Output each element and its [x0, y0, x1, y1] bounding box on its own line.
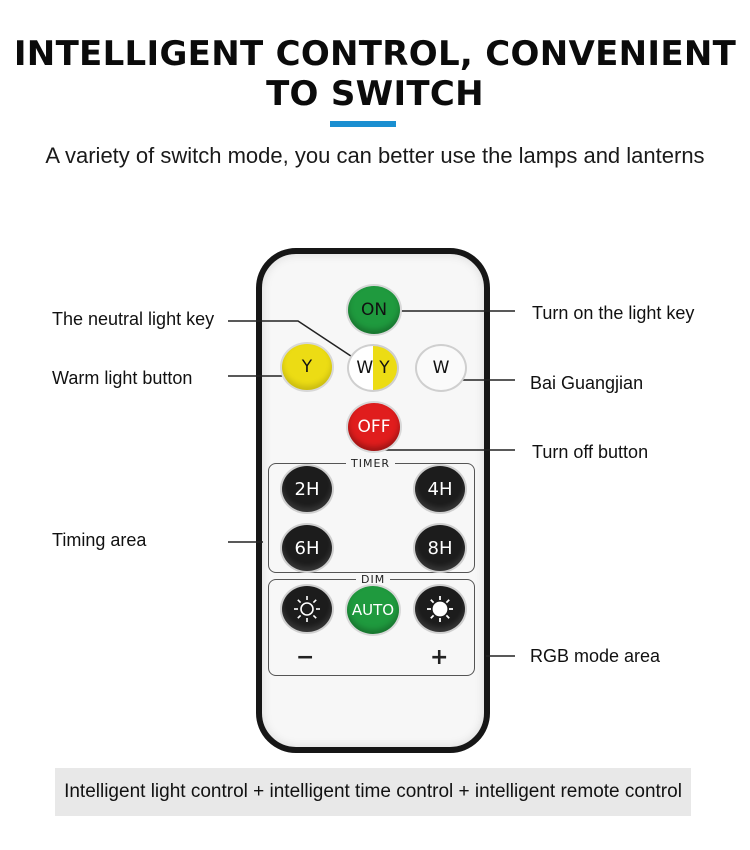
dim-group-label: DIM	[356, 573, 391, 586]
callout-rgb-mode-area: RGB mode area	[530, 646, 661, 666]
white-light-button[interactable]: W	[415, 344, 467, 392]
callout-bai-guangjian: Bai Guangjian	[530, 373, 644, 393]
timer-2h-button[interactable]: 2H	[282, 466, 332, 512]
headline-accent-bar	[330, 121, 396, 127]
on-button[interactable]: ON	[348, 286, 400, 334]
callout-turn-on-light-key: Turn on the light key	[532, 303, 695, 323]
sun-filled-icon	[427, 596, 453, 622]
headline-line-2: TO SWITCH	[266, 74, 484, 114]
neutral-light-button[interactable]: W Y	[347, 344, 399, 392]
warm-light-button[interactable]: Y	[282, 344, 332, 390]
dim-down-button[interactable]	[282, 586, 332, 632]
headline-line-1: INTELLIGENT CONTROL, CONVENIENT	[13, 34, 737, 74]
off-button[interactable]: OFF	[348, 403, 400, 451]
callout-timing-area: Timing area	[52, 530, 147, 550]
footer-text: Intelligent light control + intelligent …	[64, 781, 682, 802]
timer-4h-button[interactable]: 4H	[415, 466, 465, 512]
timer-6h-button[interactable]: 6H	[282, 525, 332, 571]
neutral-y-label: Y	[379, 358, 390, 378]
auto-button[interactable]: AUTO	[347, 586, 399, 634]
timer-group-label: TIMER	[346, 457, 396, 470]
callout-warm-light-button: Warm light button	[52, 368, 193, 388]
timer-8h-button[interactable]: 8H	[415, 525, 465, 571]
minus-sign: −	[296, 645, 315, 670]
callout-turn-off-button: Turn off button	[532, 442, 649, 462]
callout-neutral-light-key: The neutral light key	[52, 309, 215, 329]
sun-outline-icon	[294, 596, 320, 622]
neutral-w-label: W	[356, 358, 374, 378]
footer-banner: Intelligent light control + intelligent …	[55, 768, 691, 816]
dim-up-button[interactable]	[415, 586, 465, 632]
page-headline: INTELLIGENT CONTROL, CONVENIENT TO SWITC…	[0, 34, 750, 114]
page-subtitle: A variety of switch mode, you can better…	[45, 143, 705, 168]
plus-sign: +	[430, 645, 449, 670]
